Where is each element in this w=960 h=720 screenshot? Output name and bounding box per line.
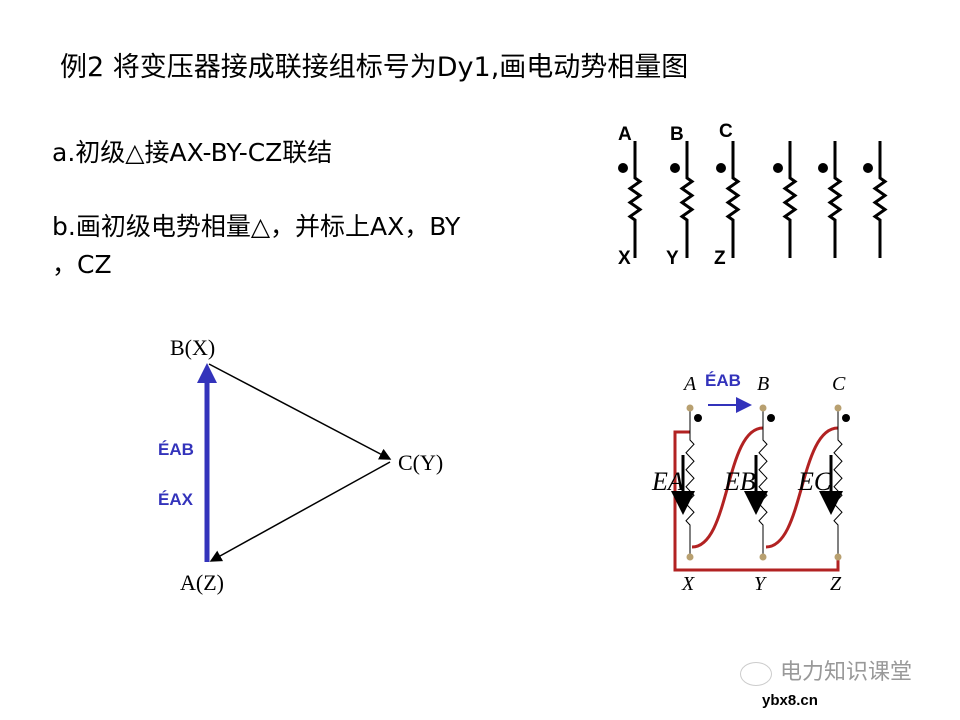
terminal-top	[686, 404, 694, 412]
terminal-bottom	[834, 553, 842, 561]
emf-a-label: EA	[651, 467, 684, 496]
slide-title: 例2 将变压器接成联接组标号为Dy1,画电动势相量图	[60, 52, 689, 83]
circuit-coil	[744, 404, 775, 561]
circuit-eab-label: ÉAB	[705, 371, 741, 390]
winding-coil	[818, 141, 843, 258]
coil-winding	[872, 141, 888, 258]
winding-label-c: C	[719, 121, 733, 142]
coil-winding	[679, 141, 695, 258]
eab-label: ÉAB	[158, 440, 194, 459]
circuit-label-x: X	[681, 573, 695, 595]
polarity-dot	[618, 163, 628, 173]
polarity-dot	[670, 163, 680, 173]
polarity-dot	[767, 414, 775, 422]
winding-label-y: Y	[666, 248, 679, 269]
winding-coil	[716, 141, 741, 258]
coil-winding	[782, 141, 798, 258]
coil-winding	[833, 408, 843, 557]
vertex-c-label: C(Y)	[398, 450, 443, 475]
polarity-dot	[716, 163, 726, 173]
coil-winding	[725, 141, 741, 258]
watermark-site: ybx8.cn	[762, 692, 818, 709]
winding-label-a: A	[618, 124, 632, 145]
vertex-a-label: A(Z)	[180, 570, 224, 595]
circuit-label-b: B	[757, 373, 769, 395]
circuit-coil	[819, 404, 850, 561]
circuit-label-y: Y	[754, 573, 767, 595]
polarity-dot	[863, 163, 873, 173]
phasor-triangle: B(X) C(Y) A(Z) ÉAB ÉAX	[158, 335, 443, 595]
terminal-bottom	[759, 553, 767, 561]
polarity-dot	[694, 414, 702, 422]
windings-diagram	[618, 141, 888, 258]
circuit-label-a: A	[682, 373, 697, 395]
step-b-text: b.画初级电势相量△，并标上AX，BY	[52, 212, 461, 241]
phasor-bc-arrow	[208, 363, 392, 460]
delta-wire-yc	[765, 426, 839, 549]
winding-coil	[863, 141, 888, 258]
polarity-dot	[773, 163, 783, 173]
vertex-b-label: B(X)	[170, 335, 215, 360]
coil-winding	[627, 141, 643, 258]
phasor-ca-arrow	[209, 461, 391, 562]
terminal-top	[834, 404, 842, 412]
coil-winding	[758, 408, 768, 557]
winding-label-z: Z	[714, 248, 726, 269]
emf-c-label: EC	[797, 467, 832, 496]
winding-coil	[773, 141, 798, 258]
delta-wire-xb	[691, 426, 764, 549]
step-b-text-cont: ，CZ	[52, 250, 112, 279]
delta-circuit: ÉAB	[671, 371, 850, 572]
winding-label-b: B	[670, 124, 684, 145]
terminal-top	[759, 404, 767, 412]
eax-label: ÉAX	[158, 490, 194, 509]
delta-return-wire	[673, 430, 840, 572]
step-a-text: a.初级△接AX-BY-CZ联结	[52, 138, 333, 167]
circuit-label-z: Z	[830, 573, 842, 595]
winding-label-x: X	[618, 248, 631, 269]
circuit-coil	[671, 404, 702, 561]
winding-coil	[670, 141, 695, 258]
circuit-label-c: C	[832, 373, 846, 395]
polarity-dot	[842, 414, 850, 422]
watermark: 电力知识课堂 ybx8.cn	[740, 660, 950, 716]
coil-winding	[827, 141, 843, 258]
emf-b-label: EB	[723, 467, 756, 496]
watermark-brand: 电力知识课堂	[780, 660, 913, 685]
wechat-icon	[740, 662, 772, 686]
terminal-bottom	[686, 553, 694, 561]
polarity-dot	[818, 163, 828, 173]
winding-coil	[618, 141, 643, 258]
coil-winding	[685, 408, 695, 557]
